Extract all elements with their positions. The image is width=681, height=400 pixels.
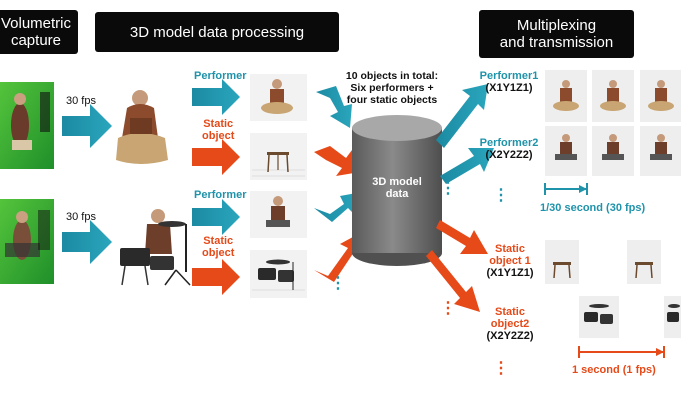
performer2-frame-row [545,126,681,176]
capture-photo-performer1 [0,82,54,169]
performer1-frame-row [545,70,681,122]
stream-static1-name: Static object 1 [489,243,531,267]
model-performer-top [116,90,168,164]
arrow-into-db-1 [316,86,352,128]
capture-photo-performer2 [0,199,54,284]
arrow-performer-top [192,79,240,115]
stream-static1-coord: (X1Y1Z1) [486,267,534,279]
label-static-bottom: Static object [202,235,235,259]
database-cylinder [352,115,442,266]
ellipsis-db-out-teal: ⋮ [440,180,456,197]
objects-total-note: 10 objects in total: Six performers + fo… [345,70,439,106]
label-performer-top: Performer [194,70,247,82]
stream-performer2-coord: (X2Y2Z2) [485,149,533,161]
static1-frame-row [545,240,661,284]
stream-label-static2: Static object2 (X2Y2Z2) [478,306,542,342]
stream-performer1-coord: (X1Y1Z1) [485,82,533,94]
header-volumetric-capture: Volumetric capture [0,10,78,54]
arrow-into-db-3 [314,192,362,222]
ellipsis-db-out-orange: ⋮ [440,300,456,317]
arrow-out-performer1 [436,84,488,148]
performer-interval-bracket [544,183,588,195]
arrow-performer-bottom [192,199,240,235]
arrow-static-bottom [192,259,240,295]
header-3d-model-processing: 3D model data processing [95,12,339,52]
stream-label-performer1: Performer1 (X1Y1Z1) [474,70,544,94]
arrow-static-top [192,139,240,175]
stream-label-performer2: Performer2 (X2Y2Z2) [474,137,544,161]
arrow-into-db-2 [314,146,360,176]
ellipsis-thumbs: ⋮ [330,275,346,292]
arrow-out-static2 [426,250,480,312]
thumb-static-top [250,133,307,180]
static-interval-bracket [578,346,665,358]
ellipsis-performer-streams: ⋮ [493,187,509,204]
thumb-static-bottom [250,250,307,298]
static2-frame-row [579,296,681,338]
stream-static2-coord: (X2Y2Z2) [486,330,534,342]
thumb-performer-top [250,74,307,121]
header-multiplexing-transmission: Multiplexing and transmission [479,10,634,58]
database-label: 3D model data [372,176,422,200]
performer-interval-label: 1/30 second (30 fps) [540,202,646,214]
static-interval-label: 1 second (1 fps) [572,364,656,376]
fps-label-bottom: 30 fps [66,211,96,223]
arrow-capture-to-model-top [62,104,112,148]
model-performer-bottom [120,209,191,286]
arrow-out-static1 [436,220,488,254]
stream-label-static1: Static object 1 (X1Y1Z1) [478,243,542,279]
arrow-out-performer2 [440,148,494,184]
arrow-capture-to-model-bottom [62,220,112,264]
fps-label-top: 30 fps [66,95,96,107]
ellipsis-static-streams: ⋮ [493,360,509,377]
label-performer-bottom: Performer [194,189,247,201]
thumb-performer-bottom [250,191,307,238]
stream-static2-name: Static object2 [490,306,530,330]
stream-performer1-name: Performer1 [479,70,539,82]
stream-performer2-name: Performer2 [479,137,539,149]
label-static-top: Static object [202,118,235,142]
arrow-into-db-4 [314,232,362,282]
